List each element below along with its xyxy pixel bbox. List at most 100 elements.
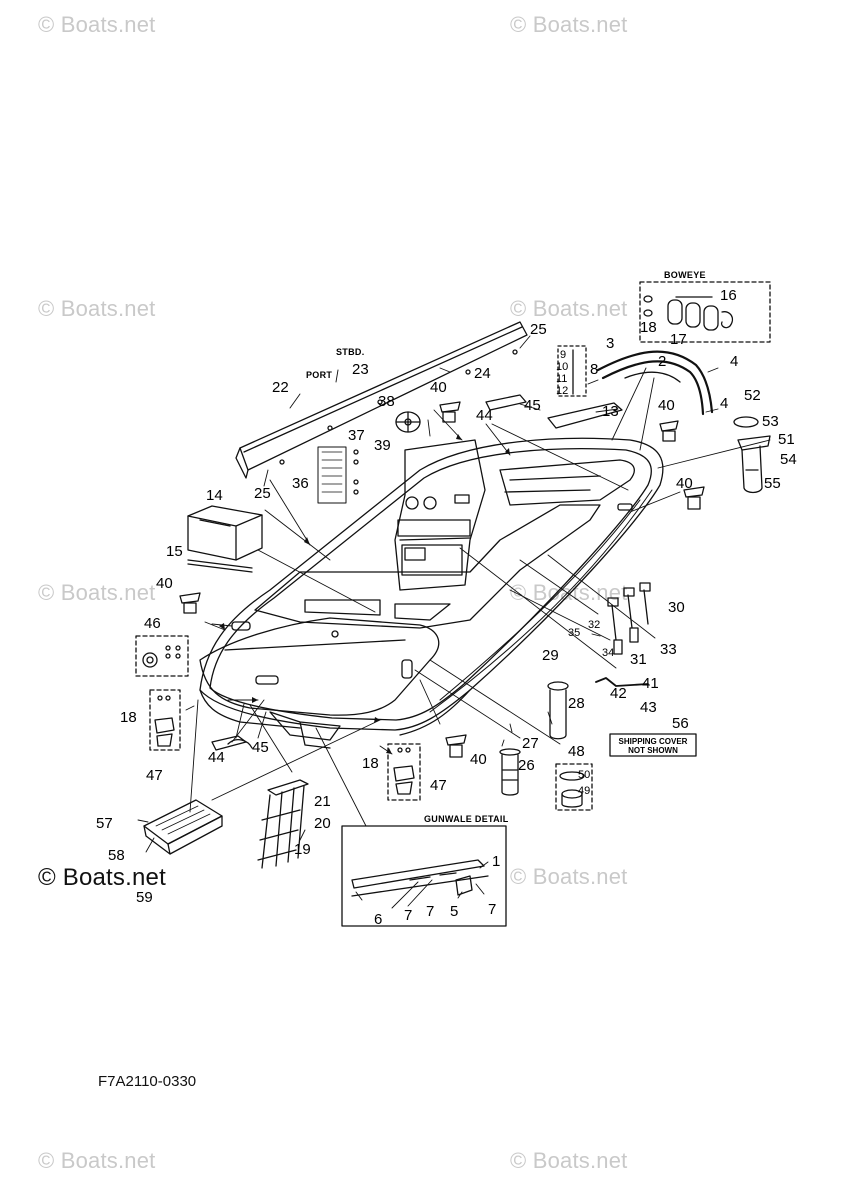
callout-27: 27: [522, 735, 539, 752]
diagram-code: F7A2110-0330: [98, 1073, 197, 1090]
callout-22: 22: [272, 379, 289, 396]
callout-3: 3: [606, 335, 614, 352]
callout-38: 38: [378, 393, 395, 410]
callout-23: 23: [352, 361, 369, 378]
shipping-note-box: [609, 733, 697, 757]
deck-pad: [547, 402, 623, 429]
callout-30: 30: [668, 599, 685, 616]
callout-21: 21: [314, 793, 331, 810]
callout-28: 28: [568, 695, 585, 712]
watermark: © Boats.net: [510, 296, 628, 321]
callout-59: 59: [136, 889, 153, 906]
watermark: © Boats.net: [38, 1148, 156, 1173]
callout-51: 51: [778, 431, 795, 448]
callout-45: 45: [524, 397, 541, 414]
callout-33: 33: [660, 641, 677, 658]
callout-40: 40: [470, 751, 487, 768]
pop-up-cleat: [179, 592, 201, 614]
pop-up-cleat: [439, 401, 461, 423]
watermark: © Boats.net: [510, 12, 628, 37]
pop-up-cleat: [445, 734, 467, 758]
hinge: [227, 738, 253, 749]
heading-port: PORT: [306, 370, 332, 380]
latch-group: [387, 743, 421, 801]
swim-step: [143, 799, 223, 855]
callout-7: 7: [488, 901, 496, 918]
watermark: © Boats.net: [38, 580, 156, 605]
pop-up-cleat: [659, 420, 679, 442]
drain-plug: [499, 748, 521, 796]
callout-40: 40: [156, 575, 173, 592]
callout-20: 20: [314, 815, 331, 832]
callout-13: 13: [602, 403, 619, 420]
callout-43: 43: [640, 699, 657, 716]
rub-rail-strip: [235, 321, 528, 479]
pull-up-handle: [547, 681, 569, 740]
callout-25: 25: [254, 485, 271, 502]
callout-24: 24: [474, 365, 491, 382]
heading-stbd: STBD.: [336, 347, 365, 357]
callout-47: 47: [146, 767, 163, 784]
callout-44: 44: [476, 407, 493, 424]
callout-34: 34: [602, 647, 614, 659]
callout-18: 18: [120, 709, 137, 726]
callout-37: 37: [348, 427, 365, 444]
callout-49: 49: [578, 785, 590, 797]
callout-9: 9: [560, 349, 566, 361]
callout-35: 35: [568, 627, 580, 639]
callout-29: 29: [542, 647, 559, 664]
boarding-ladder: [257, 779, 309, 869]
callout-4: 4: [730, 353, 738, 370]
latch-group: [149, 689, 181, 751]
watermark: © Boats.net: [38, 864, 166, 891]
note-line-1: SHIPPING COVER: [619, 737, 688, 746]
callout-16: 16: [720, 287, 737, 304]
callout-48: 48: [568, 743, 585, 760]
callout-53: 53: [762, 413, 779, 430]
callout-18: 18: [640, 319, 657, 336]
callout-46: 46: [144, 615, 161, 632]
callout-40: 40: [430, 379, 447, 396]
seat-pedestal: [733, 416, 771, 494]
callout-1: 1: [492, 853, 500, 870]
arrowheads: [219, 434, 510, 754]
callout-15: 15: [166, 543, 183, 560]
pop-up-cleat: [683, 486, 705, 510]
watermark: © Boats.net: [38, 296, 156, 321]
cooler: [187, 505, 263, 561]
callout-11: 11: [556, 373, 567, 385]
callout-19: 19: [294, 841, 311, 858]
note-line-2: NOT SHOWN: [628, 746, 678, 755]
callout-18: 18: [362, 755, 379, 772]
callout-44: 44: [208, 749, 225, 766]
callout-52: 52: [744, 387, 761, 404]
gunwale-detail-box: [341, 825, 507, 927]
callout-7: 7: [426, 903, 434, 920]
callout-4: 4: [720, 395, 728, 412]
seat-posts: [607, 582, 651, 655]
callout-40: 40: [658, 397, 675, 414]
callout-47: 47: [430, 777, 447, 794]
callout-32: 32: [588, 619, 600, 631]
callout-40: 40: [676, 475, 693, 492]
callout-42: 42: [610, 685, 627, 702]
callout-5: 5: [450, 903, 458, 920]
callout-39: 39: [374, 437, 391, 454]
gunwale-strip: [596, 350, 714, 416]
callout-2: 2: [658, 353, 666, 370]
boat-hull: [199, 437, 664, 749]
watermark: © Boats.net: [510, 864, 628, 889]
steering-wheel: [395, 411, 421, 433]
hinge: [485, 394, 527, 411]
boweye-group: [639, 281, 771, 343]
callout-58: 58: [108, 847, 125, 864]
leader-lines: [137, 335, 771, 909]
callout-25: 25: [530, 321, 547, 338]
mesh-panel: [317, 446, 347, 504]
callout-41: 41: [642, 675, 659, 692]
hinge-pin: [595, 677, 649, 687]
callout-17: 17: [670, 331, 687, 348]
callout-7: 7: [404, 907, 412, 924]
